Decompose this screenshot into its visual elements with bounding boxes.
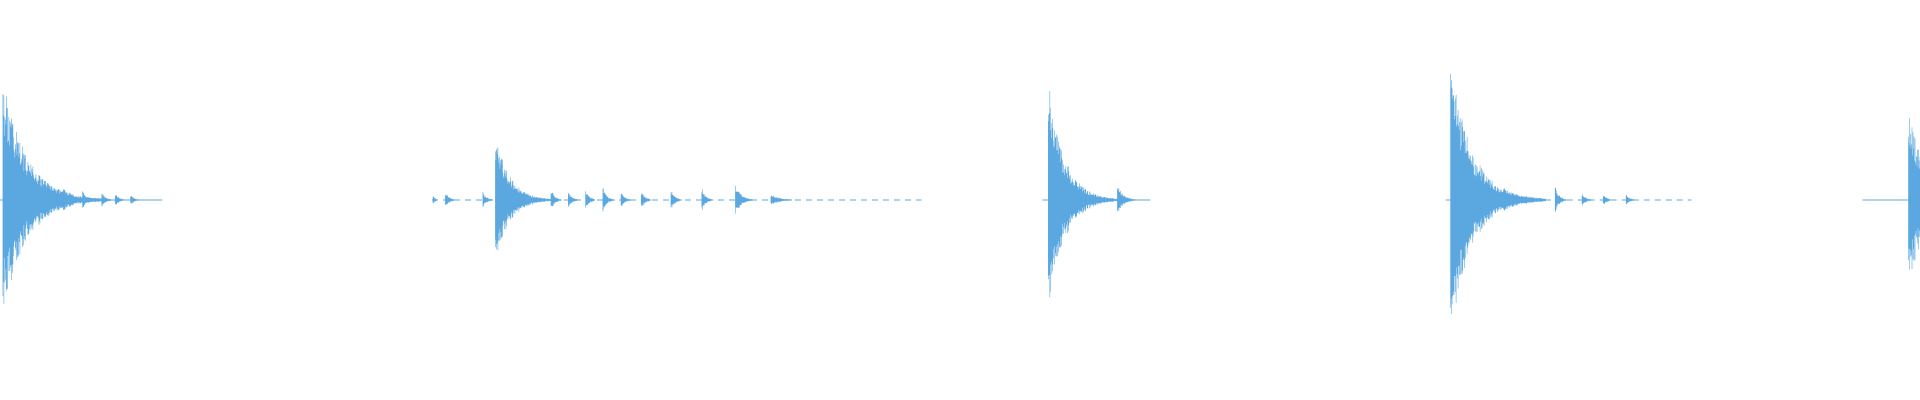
waveform-transient bbox=[1625, 195, 1635, 205]
waveform-peak-path bbox=[568, 192, 578, 207]
waveform-transient bbox=[508, 188, 529, 211]
waveform-transient bbox=[432, 196, 437, 204]
waveform-transient bbox=[735, 185, 753, 214]
waveform-peak-path bbox=[1504, 188, 1522, 211]
waveform-transient bbox=[101, 193, 112, 207]
waveform-transient bbox=[568, 192, 578, 207]
waveform-peak-path bbox=[114, 195, 125, 205]
waveform-peak-path bbox=[701, 189, 714, 210]
waveform-peak-path bbox=[1602, 196, 1611, 204]
waveform-peak-path bbox=[585, 191, 595, 208]
waveform-peak-path bbox=[508, 188, 529, 211]
waveform-transient bbox=[19, 173, 50, 224]
waveform-peak-path bbox=[101, 193, 112, 207]
waveform-peak-path bbox=[735, 185, 753, 214]
waveform-peak-path bbox=[68, 192, 81, 207]
waveform-peak-path bbox=[432, 196, 437, 204]
waveform-peak-path bbox=[19, 173, 50, 224]
waveform-transient bbox=[1069, 185, 1088, 214]
waveform-peak-path bbox=[620, 193, 631, 206]
waveform-transient bbox=[482, 191, 493, 208]
waveform-transient bbox=[1474, 189, 1494, 210]
waveform-peak-path bbox=[1908, 118, 1920, 270]
waveform-transient bbox=[445, 194, 455, 206]
waveform-peak-path bbox=[130, 196, 139, 204]
waveform-transient bbox=[1117, 188, 1137, 212]
waveform-peak-path bbox=[82, 191, 93, 208]
waveform-transient bbox=[130, 196, 139, 204]
waveform-transient bbox=[602, 188, 615, 212]
waveform-peak-path bbox=[1625, 195, 1635, 205]
waveform-transient bbox=[770, 195, 792, 205]
waveform-transient bbox=[641, 193, 651, 206]
waveform-transient bbox=[670, 191, 682, 208]
waveform-transient bbox=[1602, 196, 1611, 204]
waveform-peak-path bbox=[670, 191, 682, 208]
waveform-transient bbox=[701, 189, 714, 210]
waveform-transient bbox=[82, 191, 93, 208]
waveform-transient bbox=[1908, 118, 1920, 270]
waveform-peak-path bbox=[1554, 187, 1567, 212]
waveform-transient bbox=[114, 195, 125, 205]
waveform-peak-path bbox=[550, 192, 562, 207]
waveform-peak-path bbox=[770, 195, 792, 205]
waveform-transient bbox=[1554, 187, 1567, 212]
waveform-peak-path bbox=[445, 194, 455, 206]
waveform-peak-path bbox=[602, 188, 615, 212]
waveform-transient bbox=[550, 192, 562, 207]
waveform-transient bbox=[68, 192, 81, 207]
waveform-peak-path bbox=[1069, 185, 1088, 214]
waveform-transient bbox=[1581, 194, 1591, 206]
waveform-peak-path bbox=[641, 193, 651, 206]
waveform-transient bbox=[620, 193, 631, 206]
waveform-transient bbox=[1504, 188, 1522, 211]
waveform-peak-path bbox=[1581, 194, 1591, 206]
waveform-transient bbox=[585, 191, 595, 208]
waveform-series bbox=[2, 73, 1920, 314]
waveform-peak-path bbox=[482, 191, 493, 208]
waveform-peak-path bbox=[1117, 188, 1137, 212]
waveform-peak-path bbox=[1474, 189, 1494, 210]
